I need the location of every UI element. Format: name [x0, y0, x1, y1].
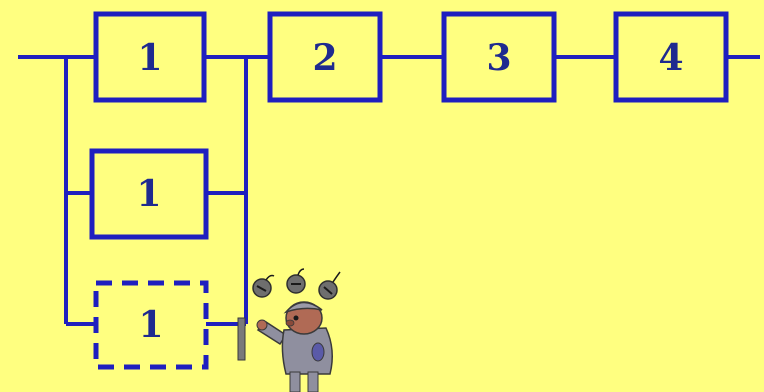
block-4	[613, 11, 729, 103]
block-1-middle	[89, 148, 209, 240]
cartoon-character-icon	[237, 301, 333, 392]
block-3-label: 3	[486, 37, 511, 79]
bombs-icon	[252, 268, 341, 300]
block-1-top	[93, 11, 207, 103]
block-1-dashed	[93, 280, 209, 370]
blocks	[89, 11, 729, 370]
block-4-label: 4	[658, 37, 683, 79]
block-2-label: 2	[312, 37, 337, 79]
block-1-top-label: 1	[137, 37, 162, 79]
block-1-dashed-label: 1	[138, 304, 163, 346]
block-1-middle-label: 1	[136, 173, 161, 215]
wires	[18, 55, 760, 326]
block-2	[267, 11, 383, 103]
block-3	[441, 11, 557, 103]
